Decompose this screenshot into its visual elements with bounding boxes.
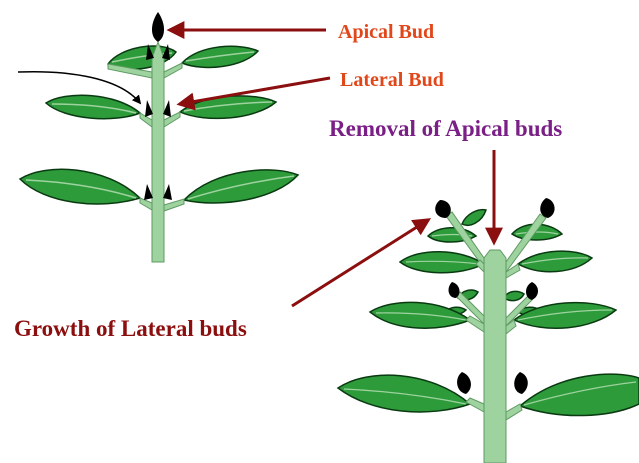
leaf — [504, 291, 524, 300]
apical-bud — [152, 12, 164, 42]
intact-plant — [20, 12, 298, 262]
decapitated-plant — [338, 198, 639, 463]
removal-label: Removal of Apical buds — [329, 116, 562, 141]
intact-stem — [108, 42, 184, 262]
leaf — [400, 252, 484, 273]
growth-label: Growth of Lateral buds — [14, 316, 247, 341]
leaf — [518, 251, 592, 272]
apical-bud-label: Apical Bud — [338, 21, 434, 43]
leaf — [46, 95, 140, 118]
leaf — [338, 375, 470, 412]
leaf — [180, 96, 276, 119]
lateral-bud-label: Lateral Bud — [340, 69, 444, 91]
leaf — [370, 302, 470, 328]
leaf — [20, 169, 140, 204]
leaf — [520, 374, 639, 415]
decapitated-stem — [446, 212, 546, 463]
leaf — [184, 170, 298, 203]
leaf — [182, 46, 258, 67]
leaf — [514, 303, 616, 329]
leaf — [462, 210, 486, 226]
